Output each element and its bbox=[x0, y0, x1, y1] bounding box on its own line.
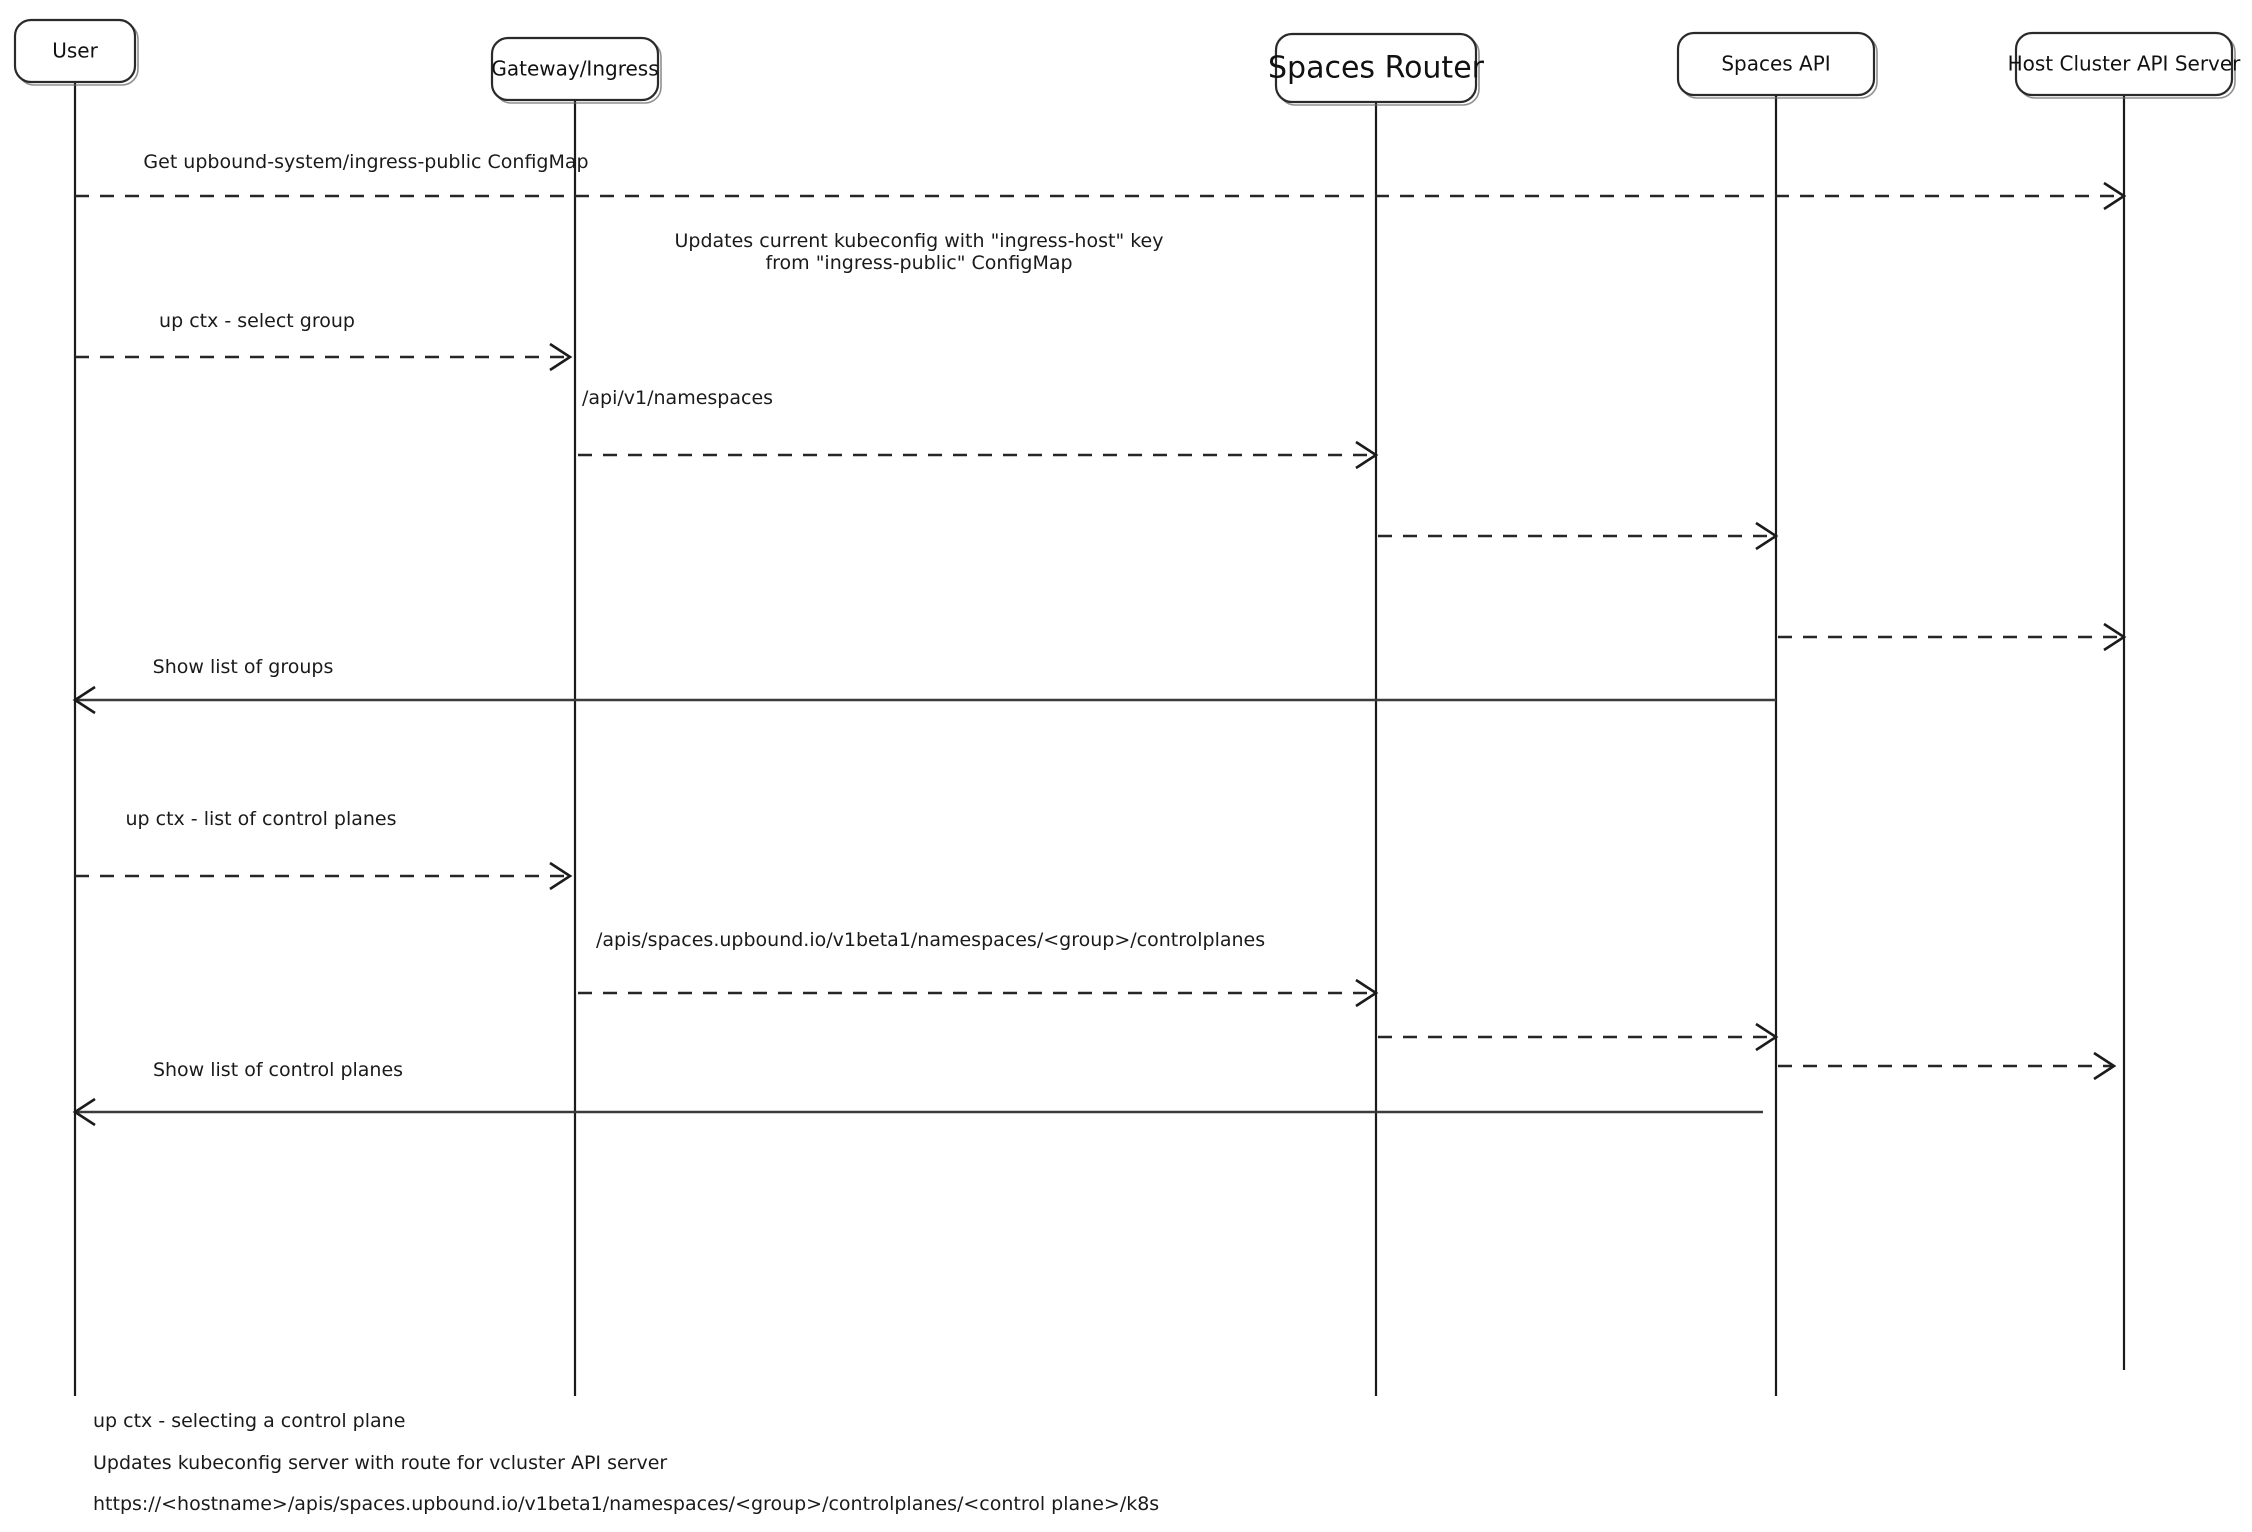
participant-user[interactable]: User bbox=[13, 18, 139, 86]
arrowhead-right bbox=[549, 342, 573, 372]
participant-box[interactable] bbox=[1274, 32, 1478, 104]
participant-host-api[interactable]: Host Cluster API Server bbox=[2008, 31, 2242, 99]
participant-router[interactable]: Spaces Router bbox=[1268, 32, 1485, 106]
message-label-m2: up ctx - select group bbox=[159, 310, 355, 332]
message-label-m8: /apis/spaces.upbound.io/v1beta1/namespac… bbox=[596, 929, 1265, 951]
message-label-m6: Show list of groups bbox=[153, 656, 334, 678]
arrowhead-right bbox=[2093, 1051, 2117, 1081]
participant-label-gateway: Gateway/Ingress bbox=[491, 57, 658, 81]
arrowhead-right bbox=[549, 861, 573, 891]
message-label-m3: /api/v1/namespaces bbox=[582, 387, 773, 409]
message-label-m7: up ctx - list of control planes bbox=[125, 808, 396, 830]
participant-spaces-api[interactable]: Spaces API bbox=[1676, 31, 1878, 99]
arrowhead-right bbox=[2103, 181, 2127, 211]
arrowhead-right bbox=[1355, 978, 1379, 1008]
message-label-m11: Show list of control planes bbox=[153, 1059, 403, 1081]
arrowhead-right bbox=[2103, 622, 2127, 652]
participant-box[interactable] bbox=[13, 18, 137, 84]
participant-gateway[interactable]: Gateway/Ingress bbox=[490, 36, 662, 104]
footnote-fn3: https://<hostname>/apis/spaces.upbound.i… bbox=[93, 1493, 1159, 1515]
participant-box[interactable] bbox=[490, 36, 660, 102]
note-line: from "ingress-public" ConfigMap bbox=[765, 252, 1072, 274]
arrowhead-right bbox=[1755, 1022, 1779, 1052]
lifelines-group bbox=[73, 82, 2126, 1396]
participant-label-user: User bbox=[52, 39, 98, 63]
footnote-fn1: up ctx - selecting a control plane bbox=[93, 1410, 405, 1432]
participant-label-spaces-api: Spaces API bbox=[1721, 52, 1830, 76]
footnote-fn2: Updates kubeconfig server with route for… bbox=[93, 1452, 667, 1474]
arrowhead-left bbox=[72, 1097, 96, 1127]
participant-label-router: Spaces Router bbox=[1268, 51, 1485, 86]
participant-box[interactable] bbox=[2014, 31, 2234, 97]
participant-box[interactable] bbox=[1676, 31, 1876, 97]
messages-group: Get upbound-system/ingress-public Config… bbox=[72, 151, 2127, 1127]
message-label-m1: Get upbound-system/ingress-public Config… bbox=[143, 151, 588, 173]
arrowhead-right bbox=[1755, 521, 1779, 551]
arrowhead-left bbox=[72, 685, 96, 715]
footnotes-group: up ctx - selecting a control planeUpdate… bbox=[93, 1410, 1159, 1515]
note-line: Updates current kubeconfig with "ingress… bbox=[675, 230, 1164, 252]
participant-label-host-api: Host Cluster API Server bbox=[2008, 52, 2242, 76]
arrowhead-right bbox=[1355, 440, 1379, 470]
